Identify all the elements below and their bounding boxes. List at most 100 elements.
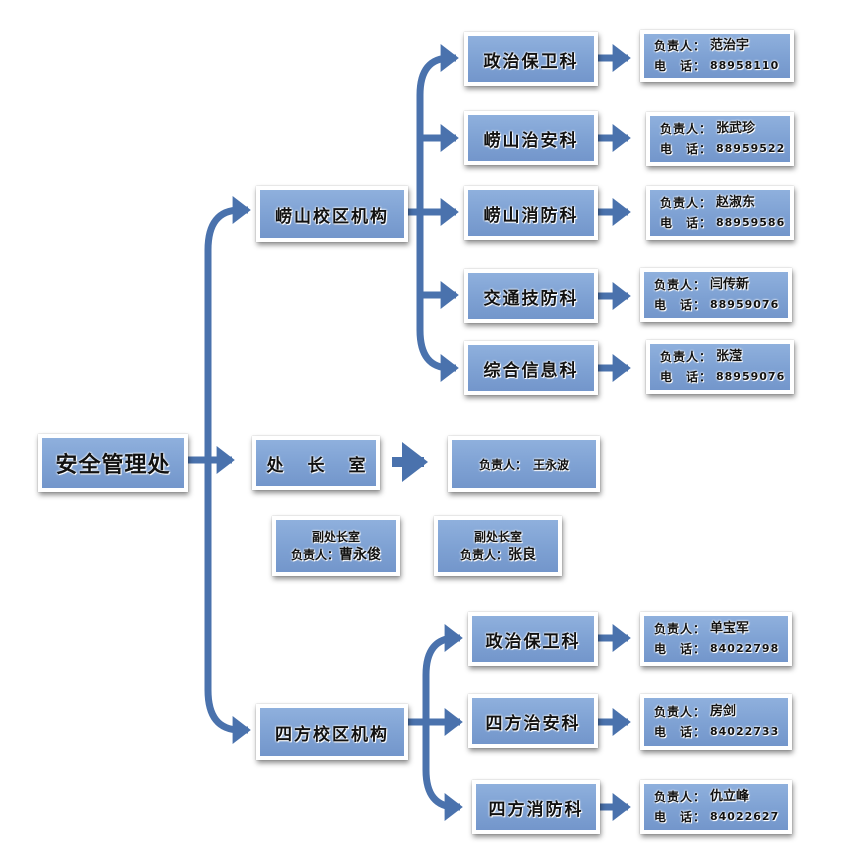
contact-laoshan-3[interactable]: 负责人：赵淑东 电 话：88959586: [646, 186, 794, 240]
contact-leader-row: 负责人：闫传新: [654, 275, 749, 295]
contact-leader-row: 负责人：张武珍: [660, 119, 755, 139]
root-title: 安全管理处: [55, 453, 171, 478]
deputy-title: 副处长室: [473, 530, 522, 544]
office-char: 长: [307, 455, 325, 476]
dept-title: 交通技防科: [483, 288, 579, 309]
leader-name: 闫传新: [710, 277, 750, 292]
deputy-leader-row: 负责人：张良: [460, 546, 536, 564]
branch-title: 崂山校区机构: [275, 206, 389, 227]
leader-name: 仇立峰: [710, 789, 750, 804]
contact-phone-row: 电 话：88959076: [660, 367, 785, 387]
leader-name: 张良: [508, 547, 536, 563]
dept-title: 四方消防科: [488, 799, 584, 820]
phone-label: 电 话：: [654, 59, 707, 73]
dept-sifang-3[interactable]: 四方消防科: [472, 780, 600, 834]
deputy-leader-row: 负责人：曹永俊: [291, 546, 381, 564]
contact-sifang-3[interactable]: 负责人：仇立峰 电 话：84022627: [640, 780, 792, 834]
phone-label: 电 话：: [660, 370, 713, 384]
leader-name: 王永波: [533, 457, 570, 472]
dept-title: 政治保卫科: [483, 51, 579, 72]
contact-leader-row: 负责人：单宝军: [654, 619, 749, 639]
phone-label: 电 话：: [654, 725, 707, 739]
phone-label: 电 话：: [660, 142, 713, 156]
phone-number: 88959586: [716, 216, 786, 229]
phone-number: 84022798: [710, 642, 780, 655]
connector-to-sifang: [204, 689, 251, 744]
connector-sifang-to-dept3: [422, 769, 463, 821]
contact-leader-row: 负责人：张滢: [660, 347, 742, 367]
phone-number: 88958110: [710, 59, 780, 72]
leader-name: 张滢: [716, 349, 743, 364]
contact-laoshan-1[interactable]: 负责人：范治宇 电 话：88958110: [640, 30, 794, 82]
root-node[interactable]: 安全管理处: [38, 434, 188, 492]
phone-number: 88959522: [716, 142, 786, 155]
dept-sifang-2[interactable]: 四方治安科: [468, 694, 598, 748]
office-char: 处: [266, 455, 284, 476]
contact-sifang-2[interactable]: 负责人：房剑 电 话：84022733: [640, 694, 792, 750]
dept-laoshan-1[interactable]: 政治保卫科: [464, 32, 598, 86]
contact-leader-row: 负责人：仇立峰: [654, 787, 749, 807]
dept-title: 崂山消防科: [483, 205, 579, 226]
dept-laoshan-4[interactable]: 交通技防科: [464, 269, 598, 323]
branch-sifang[interactable]: 四方校区机构: [256, 704, 408, 760]
contact-leader-row: 负责人：房剑: [654, 702, 736, 722]
phone-number: 84022627: [710, 810, 780, 823]
dept-laoshan-2[interactable]: 崂山治安科: [464, 111, 598, 165]
leader-label: 负责人：: [654, 278, 707, 292]
phone-label: 电 话：: [654, 298, 707, 312]
leader-label: 负责人：: [654, 622, 707, 636]
branch-laoshan[interactable]: 崂山校区机构: [256, 186, 408, 242]
contact-phone-row: 电 话：88959522: [660, 139, 785, 159]
contact-phone-row: 电 话：88958110: [654, 56, 779, 76]
leader-label: 负责人：: [660, 350, 713, 364]
dept-title: 四方治安科: [485, 713, 581, 734]
deputy-office-2[interactable]: 副处长室 负责人：张良: [434, 516, 562, 576]
phone-label: 电 话：: [660, 216, 713, 230]
leader-label: 负责人：: [290, 548, 339, 562]
phone-number: 88959076: [710, 298, 780, 311]
contact-leader-row: 负责人：范治宇: [654, 36, 749, 56]
contact-phone-row: 电 话：84022627: [654, 807, 779, 827]
contact-laoshan-4[interactable]: 负责人：闫传新 电 话：88959076: [640, 268, 792, 322]
director-leader-box[interactable]: 负责人： 王永波: [448, 436, 600, 492]
dept-sifang-1[interactable]: 政治保卫科: [468, 612, 598, 666]
dept-title: 综合信息科: [483, 360, 579, 381]
leader-name: 赵淑东: [716, 195, 756, 210]
leader-name: 曹永俊: [339, 547, 381, 563]
contact-phone-row: 电 话：84022733: [654, 722, 779, 742]
leader-name: 房剑: [710, 704, 737, 719]
leader-label: 负责人：: [654, 705, 707, 719]
phone-number: 84022733: [710, 725, 780, 738]
contact-laoshan-5[interactable]: 负责人：张滢 电 话：88959076: [646, 340, 794, 394]
leader-label: 负责人：: [660, 196, 713, 210]
phone-number: 88959076: [716, 370, 786, 383]
dept-title: 政治保卫科: [485, 631, 581, 652]
contact-phone-row: 电 话：88959076: [654, 295, 779, 315]
leader-name: 单宝军: [710, 621, 750, 636]
leader-label: 负责人：: [654, 790, 707, 804]
deputy-title: 副处长室: [311, 530, 360, 544]
leader-label: 负责人：: [660, 122, 713, 136]
leader-label: 负责人：: [459, 548, 508, 562]
leader-name: 张武珍: [716, 121, 756, 136]
phone-label: 电 话：: [654, 642, 707, 656]
contact-leader-row: 负责人：赵淑东: [660, 193, 755, 213]
contact-sifang-1[interactable]: 负责人：单宝军 电 话：84022798: [640, 612, 792, 666]
leader-label: 负责人：: [478, 457, 527, 472]
contact-laoshan-2[interactable]: 负责人：张武珍 电 话：88959522: [646, 112, 794, 166]
leader-label: 负责人：: [654, 39, 707, 53]
deputy-office-1[interactable]: 副处长室 负责人：曹永俊: [272, 516, 400, 576]
office-char: 室: [348, 455, 366, 476]
branch-director-office[interactable]: 处 长 室: [252, 436, 380, 490]
dept-laoshan-5[interactable]: 综合信息科: [464, 341, 598, 395]
leader-name: 范治宇: [710, 38, 750, 53]
branch-title: 四方校区机构: [275, 724, 389, 745]
connector-sifang-to-dept1: [422, 624, 463, 676]
dept-laoshan-3[interactable]: 崂山消防科: [464, 186, 598, 240]
phone-label: 电 话：: [654, 810, 707, 824]
contact-phone-row: 电 话：84022798: [654, 639, 779, 659]
connector-laoshan-to-dept5: [416, 329, 459, 382]
connector-laoshan-to-dept1: [416, 44, 459, 96]
dept-title: 崂山治安科: [483, 130, 579, 151]
